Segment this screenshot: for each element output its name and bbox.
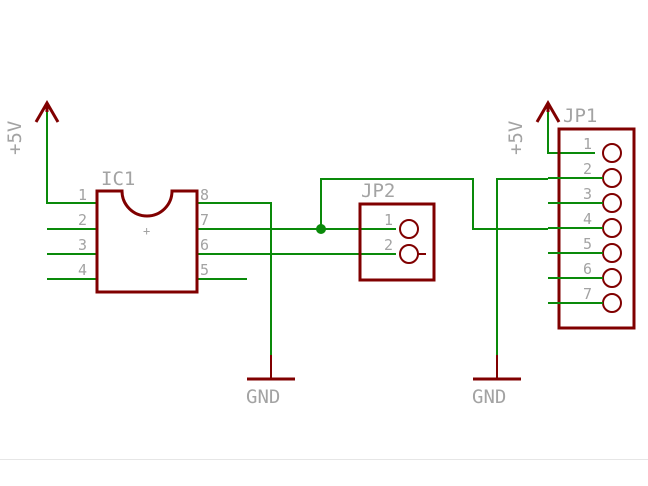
ic1-name: IC1 (101, 168, 135, 190)
ground-symbol-left: GND (246, 355, 295, 408)
vcc-label-left: +5V (4, 121, 26, 155)
gnd-label-right: GND (472, 386, 506, 408)
jp2-body (358, 202, 436, 282)
jp1-pin-4: 4 (583, 210, 592, 228)
ground-symbol-right: GND (472, 355, 521, 408)
net-jp1-pin2-gnd (496, 178, 548, 355)
jp1-pin-2: 2 (583, 160, 592, 178)
ic1-pin-4: 4 (78, 261, 87, 279)
jp2-name: JP2 (361, 180, 395, 202)
ic1-origin-mark: + (143, 224, 150, 238)
ic1: IC1 + 1 2 3 4 5 6 7 8 (78, 168, 209, 294)
ic1-pin-3: 3 (78, 236, 87, 254)
jp1-pin-6: 6 (583, 260, 592, 278)
jp1-pin-1: 1 (583, 135, 592, 153)
jp2-pin-2: 2 (384, 236, 393, 254)
vcc-label-right: +5V (505, 121, 527, 155)
jp1-pad-3 (602, 193, 622, 213)
jp1-pin-7: 7 (583, 285, 592, 303)
jp2: JP2 1 2 (358, 180, 436, 282)
jp1-pin-3: 3 (583, 185, 592, 203)
jp1-pad-2 (602, 168, 622, 188)
jp1-pad-4 (602, 218, 622, 238)
junction-dot (316, 224, 326, 234)
jp1-pad-7 (602, 293, 622, 313)
net-5v-left (46, 110, 97, 204)
jp2-pad-2 (399, 244, 419, 264)
jp1: JP1 1 2 3 4 5 6 7 (548, 105, 636, 330)
ic1-body (95, 189, 199, 294)
jp1-pad-6 (602, 268, 622, 288)
wires (46, 110, 595, 355)
jp2-pad-1 (399, 219, 419, 239)
power-symbol-right: +5V (505, 100, 561, 155)
ic1-pin-5: 5 (200, 261, 209, 279)
net-ic-pin8-gnd (197, 202, 272, 355)
ic1-pin-1: 1 (78, 186, 87, 204)
jp1-pin-5: 5 (583, 235, 592, 253)
gnd-label-left: GND (246, 386, 280, 408)
ic1-pin-stubs (47, 228, 247, 280)
ic1-pin-7: 7 (200, 211, 209, 229)
power-symbol-left: +5V (4, 100, 60, 155)
jp2-pin-1: 1 (384, 211, 393, 229)
jp1-pad-1 (602, 143, 622, 163)
jp1-pad-5 (602, 243, 622, 263)
net-5v-right-jp1-pin1 (547, 110, 595, 154)
ic1-pin-6: 6 (200, 236, 209, 254)
ic1-pin-2: 2 (78, 211, 87, 229)
jp1-name: JP1 (563, 105, 597, 127)
ic1-pin-8: 8 (200, 186, 209, 204)
canvas-bottom-divider (0, 459, 648, 460)
